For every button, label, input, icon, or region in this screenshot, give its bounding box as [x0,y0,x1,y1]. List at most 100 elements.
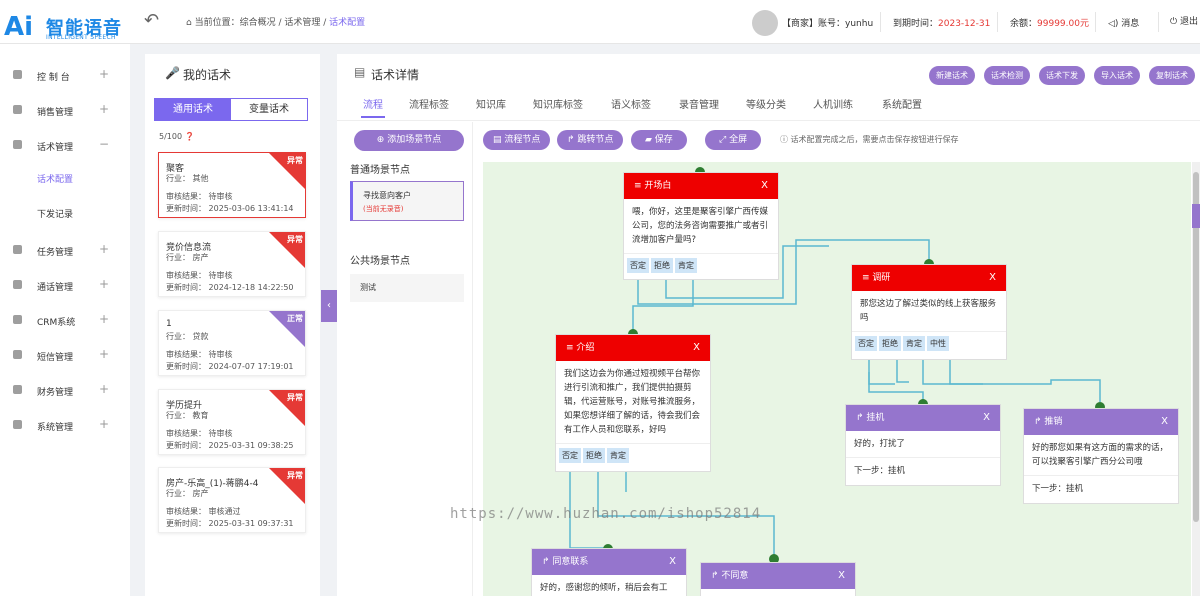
close-icon[interactable]: X [838,570,845,581]
script-name: 房产-乐高_(1)-蒋鹏4-4 [166,479,259,489]
breadcrumb: ⌂ 当前位置：综合概况 / 话术管理 / 话术配置 [186,15,365,28]
sidebar-item-sales[interactable]: 销售管理+ [0,101,130,121]
scene-name: 寻找意向客户 [363,191,411,200]
close-icon[interactable]: X [761,180,768,191]
collapse-panel-button[interactable]: ‹ [321,290,337,322]
flow-node-button[interactable]: ▤ 流程节点 [483,130,551,150]
option-affirm[interactable]: 肯定 [675,258,697,273]
node-anchor[interactable] [1095,402,1105,412]
sidebar-item-scripts[interactable]: 话术管理− [0,136,130,156]
account-label[interactable]: 【商家】账号：yunhu [782,19,874,29]
option-reject[interactable]: 拒绝 [879,336,901,351]
script-industry: 行业： 贷款 [166,332,209,341]
close-icon[interactable]: X [669,556,676,567]
option-negative[interactable]: 否定 [559,448,581,463]
breadcrumb-path[interactable]: 综合概况 / 话术管理 / [239,18,330,28]
add-scene-node-button[interactable]: ⊕ 添加场景节点 [354,130,464,151]
tab-flow[interactable]: 流程 [363,100,383,111]
tab-variable-scripts[interactable]: 变量话术 [231,99,307,120]
sidebar-item-sms[interactable]: 短信管理+ [0,346,130,366]
balance-label: 余额： [1010,19,1038,29]
option-reject[interactable]: 拒绝 [651,258,673,273]
sidebar-item-crm[interactable]: CRM系统+ [0,311,130,331]
import-script-button[interactable]: 导入话术 [1094,66,1140,85]
message-button[interactable]: ◁) 消息 [1108,16,1139,29]
sidebar-item-dashboard[interactable]: 控 制 台+ [0,66,130,86]
close-icon[interactable]: X [1161,416,1168,427]
power-icon: ⏻ [1170,17,1180,27]
script-card[interactable]: 异常 房产-乐高_(1)-蒋鹏4-4 行业： 房产 审核结果： 审核通过 更新时… [158,467,306,533]
close-icon[interactable]: X [983,412,990,423]
tab-flow-tags[interactable]: 流程标签 [409,100,449,111]
option-affirm[interactable]: 肯定 [607,448,629,463]
side-handle[interactable] [1192,204,1200,228]
status-corner [269,468,305,504]
sidebar-item-system[interactable]: 系统管理+ [0,416,130,436]
new-script-button[interactable]: 新建话术 [929,66,975,85]
scene-item[interactable]: 寻找意向客户 (当前无录音) [350,181,464,221]
tab-system-config[interactable]: 系统配置 [882,100,922,111]
avatar[interactable] [752,10,778,36]
help-icon[interactable]: ❓ [184,132,195,141]
tab-knowledge-tags[interactable]: 知识库标签 [533,100,583,111]
logout-button[interactable]: ⏻ 退出 [1170,14,1198,27]
script-card[interactable]: 异常 学历提升 行业： 教育 审核结果： 待审核 更新时间： 2025-03-3… [158,389,306,455]
breadcrumb-current: 话术配置 [329,18,366,28]
fullscreen-button[interactable]: ⤢ 全屏 [705,130,762,150]
tab-knowledge[interactable]: 知识库 [476,100,506,111]
save-button[interactable]: ▰ 保存 [631,130,687,150]
sidebar-item-tasks[interactable]: 任务管理+ [0,241,130,261]
script-updated: 更新时间： 2025-03-06 13:41:14 [166,204,294,213]
scrollbar-thumb[interactable] [1193,172,1199,522]
jump-node-button[interactable]: ↱ 跳转节点 [557,130,624,150]
scene-status: (当前无录音) [363,205,404,213]
scene-item[interactable]: 测试 [350,274,464,302]
check-script-button[interactable]: 话术检测 [984,66,1030,85]
script-list-panel: 🎤 我的话术 通用话术 变量话术 5/100 ❓ 异常 聚客 行业： 其他 审核… [145,54,320,596]
canvas-scrollbar[interactable] [1192,162,1200,596]
count-value: 5/100 [159,132,183,141]
tab-recordings[interactable]: 录音管理 [679,100,719,111]
tab-levels[interactable]: 等级分类 [746,100,786,111]
copy-script-button[interactable]: 复制话术 [1149,66,1195,85]
info-icon: ⓘ [780,135,791,144]
back-icon[interactable]: ↶ [144,10,160,31]
status-badge: 异常 [287,156,303,165]
script-count: 5/100 ❓ [159,132,195,141]
close-icon[interactable]: X [989,272,996,283]
script-card[interactable]: 异常 聚客 行业： 其他 审核结果： 待审核 更新时间： 2025-03-06 … [158,152,306,218]
option-affirm[interactable]: 肯定 [903,336,925,351]
dispatch-script-button[interactable]: 话术下发 [1039,66,1085,85]
option-negative[interactable]: 否定 [855,336,877,351]
status-corner [269,153,305,189]
node-text: 那您这边了解过类似的线上获客服务吗 [860,299,997,323]
script-card[interactable]: 异常 竞价信息流 行业： 房产 审核结果： 待审核 更新时间： 2024-12-… [158,231,306,297]
tab-semantic-tags[interactable]: 语义标签 [611,100,651,111]
option-reject[interactable]: 拒绝 [583,448,605,463]
tab-training[interactable]: 人机训练 [813,100,853,111]
close-icon[interactable]: X [693,342,700,353]
node-anchor[interactable] [769,554,779,564]
option-neutral[interactable]: 中性 [927,336,949,351]
script-industry: 行业： 教育 [166,411,209,420]
sidebar-item-label: 控 制 台 [37,73,70,83]
hint-text: 话术配置完成之后，需要点击保存按钮进行保存 [790,135,959,144]
sidebar-sub-dispatch-log[interactable]: 下发记录 [37,210,74,220]
sidebar-item-calls[interactable]: 通话管理+ [0,276,130,296]
tab-common-scripts[interactable]: 通用话术 [155,99,231,120]
script-card[interactable]: 正常 1 行业： 贷款 审核结果： 待审核 更新时间： 2024-07-07 1… [158,310,306,376]
option-negative[interactable]: 否定 [627,258,649,273]
node-next-step: 下一步：挂机 [846,457,1000,482]
sidebar-item-finance[interactable]: 财务管理+ [0,381,130,401]
home-icon[interactable]: ⌂ [186,18,195,28]
sidebar-sub-script-config[interactable]: 话术配置 [37,175,74,185]
